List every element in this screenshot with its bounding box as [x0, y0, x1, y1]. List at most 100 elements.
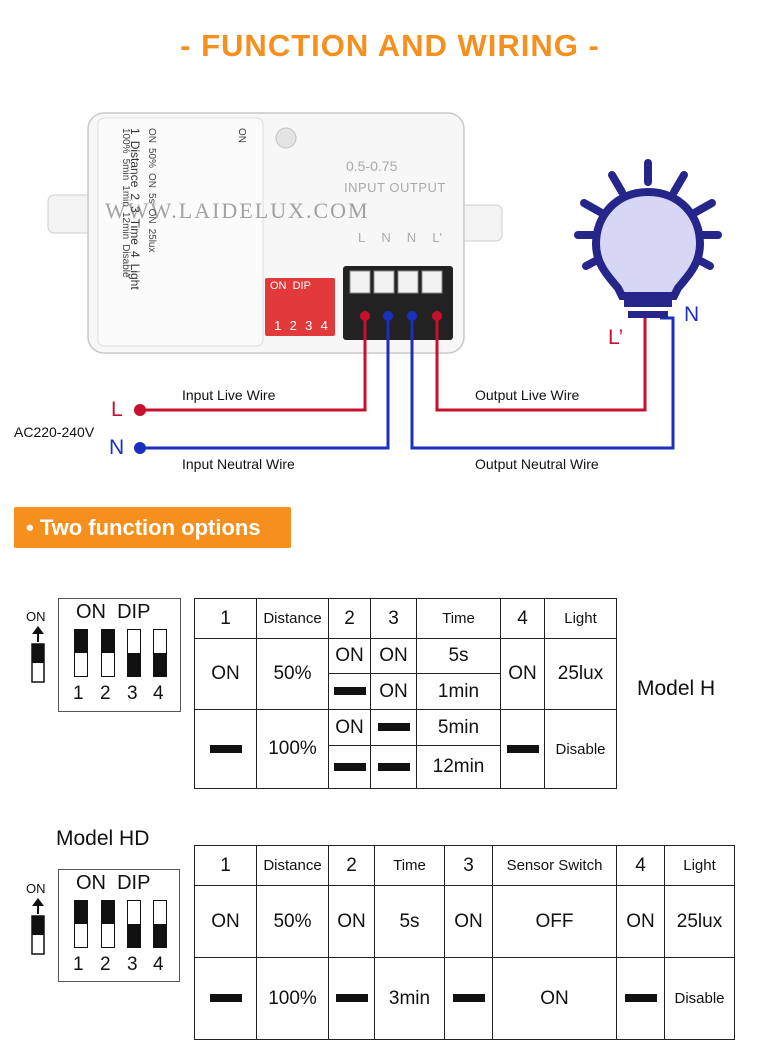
- cell-off: [328, 957, 375, 1040]
- live-input-dot: [134, 404, 146, 416]
- neutral-letter: N: [109, 436, 125, 459]
- lamp-neutral-label: N: [684, 303, 700, 326]
- model-hd-dip-box: ON DIP 1 2 3 4: [58, 869, 180, 982]
- header-cell: Time: [374, 845, 445, 886]
- cell: 5s: [416, 638, 501, 674]
- label-row-25lux: 25lux: [146, 228, 157, 253]
- model-h-dip-3: 3: [127, 683, 138, 704]
- cell: 50%: [256, 885, 329, 958]
- model-hd-switch-3: [127, 900, 141, 948]
- output-live-label: Output Live Wire: [475, 387, 580, 403]
- header-cell: 4: [500, 598, 545, 639]
- device-dip-numbers: 1 2 3 4: [270, 318, 332, 333]
- header-cell: 1: [194, 845, 257, 886]
- model-hd-dip-3: 3: [127, 954, 138, 975]
- live-letter: L: [111, 398, 123, 421]
- supply-voltage: AC220-240V: [14, 424, 95, 440]
- table-row: 1 Distance 2 Time 3 Sensor Switch 4 Ligh…: [194, 845, 735, 886]
- model-h-switch-3: [127, 629, 141, 677]
- cell: 5min: [416, 709, 501, 746]
- terminal-screws: [349, 270, 443, 294]
- cell-off: [194, 709, 257, 789]
- terminal-letters: L N N L': [350, 230, 450, 245]
- cell: ON: [328, 709, 371, 746]
- cell: ON: [370, 673, 417, 710]
- header-cell: Light: [544, 598, 617, 639]
- device-dip-1: 1: [274, 318, 282, 333]
- cell: ON: [328, 885, 375, 958]
- cell-off: [194, 957, 257, 1040]
- input-neutral-label: Input Neutral Wire: [182, 456, 295, 472]
- model-hd-dip-on-label: ON: [26, 881, 46, 896]
- cell: ON: [492, 957, 617, 1040]
- table-row: 1 Distance 2 3 Time 4 Light: [194, 598, 617, 639]
- off-dash-icon: [377, 762, 410, 771]
- page-title: - FUNCTION AND WIRING -: [180, 28, 600, 63]
- header-cell: 3: [444, 845, 493, 886]
- device-dip-4: 4: [320, 318, 328, 333]
- model-h-dip-box: ON DIP 1 2 3 4: [58, 598, 181, 712]
- terminal-l: L: [358, 230, 366, 245]
- model-hd-switch-2: [101, 900, 115, 948]
- terminal-dots: [360, 311, 442, 321]
- model-hd-name: Model HD: [56, 827, 150, 850]
- cell: 25lux: [544, 638, 617, 710]
- label-row-on2: ON: [146, 173, 157, 189]
- off-dash-icon: [506, 744, 539, 753]
- header-cell: 1: [194, 598, 257, 639]
- cell: ON: [500, 638, 545, 710]
- cell-off: [500, 709, 545, 789]
- label-row-5min: 5min: [120, 158, 131, 181]
- cell-off: [328, 745, 371, 789]
- model-h-switch-2: [101, 629, 115, 677]
- cell: ON: [194, 638, 257, 710]
- model-hd-switch-4: [153, 900, 167, 948]
- terminal-n2: N: [406, 230, 417, 245]
- cell: 1min: [416, 673, 501, 710]
- screw-icon: [275, 127, 297, 149]
- table-row: 12min: [195, 745, 617, 789]
- model-hd-dip-4: 4: [153, 954, 164, 975]
- terminal-n1: N: [381, 230, 391, 245]
- model-hd-table: 1 Distance 2 Time 3 Sensor Switch 4 Ligh…: [194, 845, 735, 1040]
- cell: 25lux: [664, 885, 735, 958]
- model-h-dip-on-label: ON: [26, 609, 46, 624]
- table-row: 100% ON 5min Disable: [194, 709, 617, 789]
- header-cell: 2: [328, 845, 375, 886]
- header-cell: 2: [328, 598, 371, 639]
- cell: ON: [616, 885, 665, 958]
- label-row-disable: Disable: [120, 244, 131, 278]
- device-label: [97, 117, 264, 347]
- header-cell: Sensor Switch: [492, 845, 617, 886]
- model-h-switch-1: [74, 629, 88, 677]
- cell-off: [328, 673, 371, 710]
- cell-off: [616, 957, 665, 1040]
- off-dash-icon: [209, 994, 242, 1003]
- model-h-dip-title: ON DIP: [76, 601, 151, 623]
- header-cell: 4: [616, 845, 665, 886]
- cell: 50%: [256, 638, 329, 710]
- cell-off: [370, 745, 417, 789]
- model-hd-dip-2: 2: [100, 954, 111, 975]
- model-h-table: 1 Distance 2 3 Time 4 Light ON 50% ON ON…: [194, 598, 617, 789]
- model-h-dip-1: 1: [73, 683, 84, 704]
- table-row: ON 50% ON 5s ON OFF ON 25lux: [194, 885, 735, 958]
- model-hd-switch-1: [74, 900, 88, 948]
- watermark: WWW.LAIDELUX.COM: [105, 198, 370, 223]
- cell-off: [370, 709, 417, 746]
- output-neutral-label: Output Neutral Wire: [475, 456, 599, 472]
- header-cell: Distance: [256, 845, 329, 886]
- input-output-label: INPUT OUTPUT: [344, 180, 446, 195]
- cell: 100%: [256, 957, 329, 1040]
- section-badge: • Two function options: [14, 507, 291, 548]
- table-row: ON 1min: [195, 673, 617, 710]
- cell: ON: [444, 885, 493, 958]
- label-row-on: ON: [146, 128, 157, 143]
- device-label-text: 1 Distance 2 3 Time 4 Light ON 50% ON 5s…: [98, 118, 263, 346]
- cell: 3min: [374, 957, 445, 1040]
- off-dash-icon: [624, 994, 657, 1003]
- model-hd-dip-title: ON DIP: [76, 872, 151, 894]
- label-switch-on: ON: [236, 128, 247, 143]
- cell: 5s: [374, 885, 445, 958]
- off-dash-icon: [333, 762, 366, 771]
